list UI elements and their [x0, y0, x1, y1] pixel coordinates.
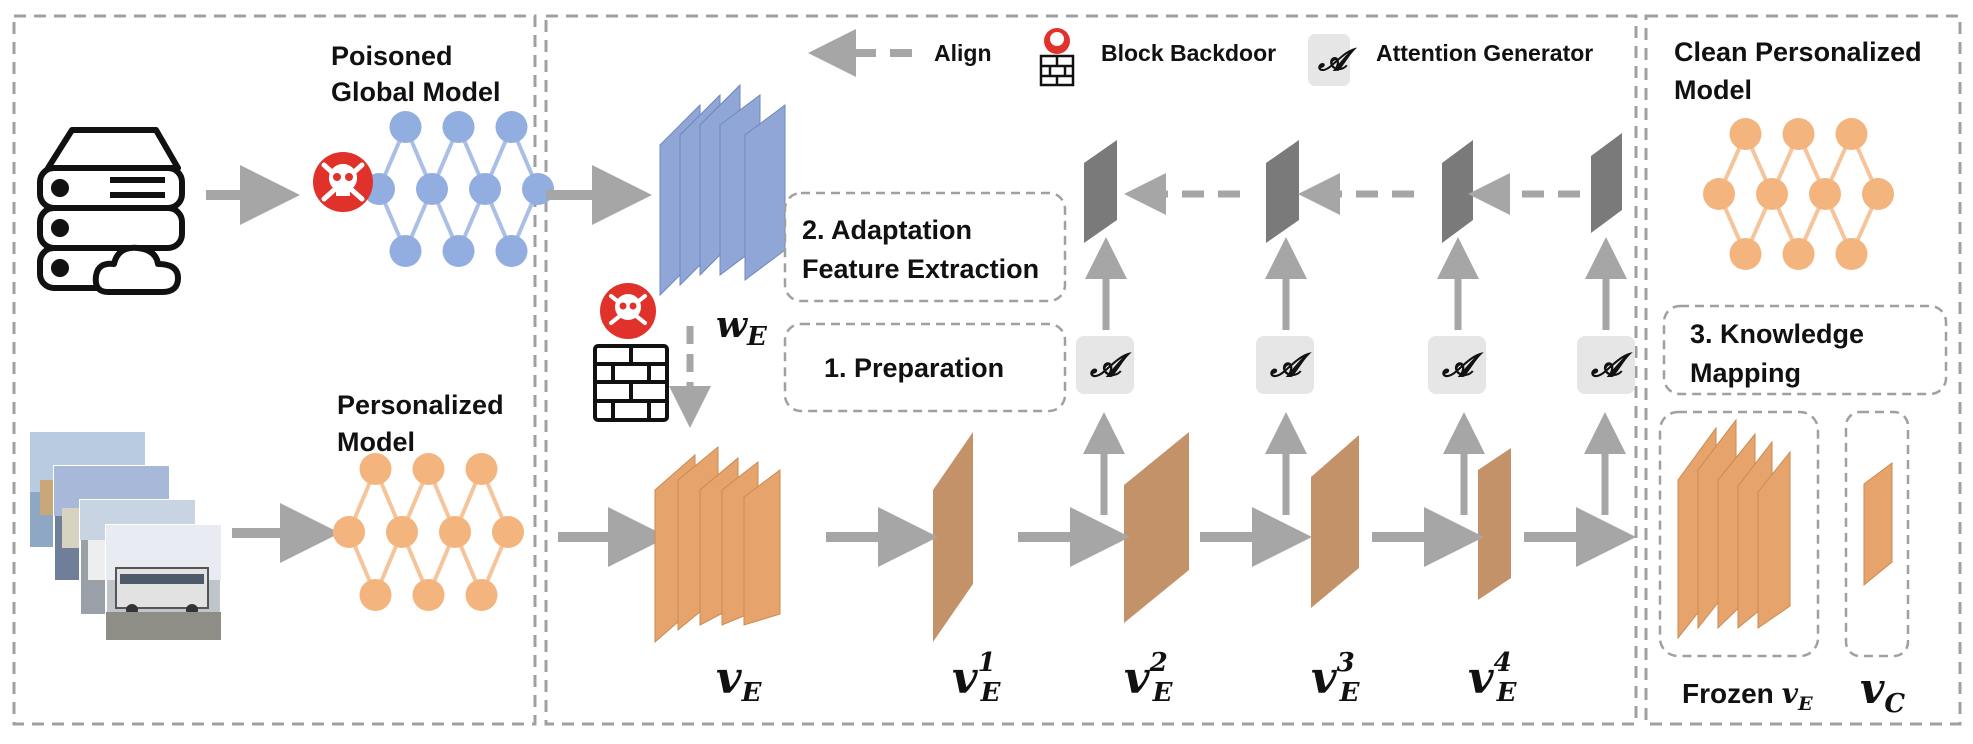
legend-block-backdoor-label: Block Backdoor	[1101, 40, 1276, 66]
classifier-layer	[1863, 462, 1893, 587]
network-node	[412, 453, 445, 485]
feature-ve1-layer	[933, 432, 973, 642]
network-node	[442, 111, 475, 143]
network-node	[1862, 178, 1894, 210]
left-panel-border	[12, 14, 537, 726]
poisoned-encoder-layers	[659, 83, 786, 297]
network-node	[522, 173, 554, 205]
step2-box	[783, 191, 1067, 303]
weights-symbol: wE	[716, 304, 768, 352]
block-backdoor-icon	[1039, 28, 1075, 87]
feature-ve3-layer	[1311, 435, 1359, 608]
block-backdoor-wall-icon	[593, 283, 669, 422]
network-node	[389, 111, 422, 143]
step3-box	[1662, 304, 1948, 396]
classifier-box	[1844, 410, 1910, 658]
network-node	[359, 453, 392, 485]
legend-attention-icon: 𝓐	[1317, 43, 1358, 78]
attention-input-arrows	[1083, 412, 1626, 515]
network-node	[1729, 118, 1762, 150]
frozen-encoder-layers	[1677, 418, 1791, 640]
middle-panel-border	[544, 14, 1638, 726]
legend: Align Block Backdoor 𝓐 Attention Generat…	[808, 28, 1593, 87]
network-node	[1835, 238, 1868, 270]
step1-box	[783, 322, 1067, 413]
network-node	[389, 235, 422, 267]
feature-ve2-layer	[1124, 432, 1189, 623]
network-node	[412, 579, 445, 611]
network-node	[386, 516, 418, 548]
attention-generators: 𝓐 𝓐 𝓐 𝓐	[1076, 336, 1635, 394]
feature-ve-stack	[654, 445, 781, 644]
right-panel-border	[1644, 14, 1962, 726]
input-images-stack	[30, 432, 222, 641]
network-node	[495, 235, 528, 267]
step3-label-line1: 3. Knowledge	[1690, 319, 1864, 349]
network-node	[439, 516, 471, 548]
skull-icon	[313, 152, 373, 212]
poisoned-global-network	[363, 111, 554, 267]
network-node	[495, 111, 528, 143]
step1-label: 1. Preparation	[824, 353, 1004, 383]
legend-attention-box	[1308, 34, 1350, 86]
attention-output-arrows	[1085, 237, 1627, 330]
clean-model-label-line1: Clean Personalized	[1674, 37, 1922, 67]
personalized-label-line2: Model	[337, 427, 415, 457]
poisoned-label-line2: Global Model	[331, 77, 501, 107]
feature-layers	[654, 432, 1511, 644]
step3-label-line2: Mapping	[1690, 358, 1801, 388]
frozen-encoder-box	[1658, 410, 1820, 658]
feature-ve4-layer	[1478, 448, 1511, 600]
attention-maps	[1084, 133, 1622, 243]
clean-model-label-line2: Model	[1674, 75, 1752, 105]
server-cloud-icon	[37, 127, 185, 295]
network-node	[1756, 178, 1788, 210]
network-node	[1835, 118, 1868, 150]
network-node	[1782, 238, 1815, 270]
network-node	[469, 173, 501, 205]
poisoned-label-line1: Poisoned	[331, 41, 453, 71]
network-node	[416, 173, 448, 205]
network-node	[465, 453, 498, 485]
network-node	[333, 516, 365, 548]
network-node	[1729, 238, 1762, 270]
legend-align-label: Align	[934, 40, 992, 66]
step2-label-line2: Feature Extraction	[802, 254, 1039, 284]
personalized-network	[333, 453, 524, 611]
network-node	[1703, 178, 1735, 210]
network-node	[442, 235, 475, 267]
network-node	[465, 579, 498, 611]
network-node	[1782, 118, 1815, 150]
step2-label-line1: 2. Adaptation	[802, 215, 972, 245]
network-node	[1809, 178, 1841, 210]
legend-attention-label: Attention Generator	[1376, 40, 1593, 66]
feature-label-ve: vE	[716, 653, 763, 708]
classifier-label: vC	[1860, 664, 1905, 719]
personalized-label-line1: Personalized	[337, 390, 504, 420]
clean-personalized-network	[1703, 118, 1894, 270]
network-node	[359, 579, 392, 611]
network-node	[492, 516, 524, 548]
